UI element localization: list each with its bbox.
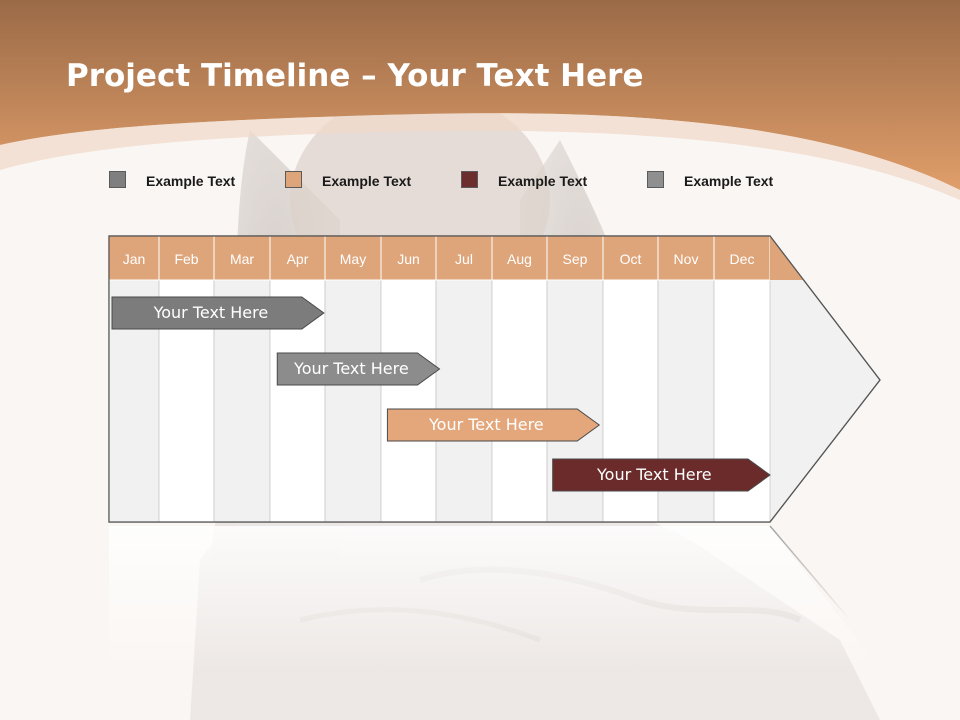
month-header-cell: [491, 235, 548, 281]
task-bar[interactable]: Your Text Here: [386, 408, 601, 442]
month-label: Feb: [174, 251, 198, 267]
task-bar-shape: [386, 408, 601, 442]
month-header-cell: [713, 235, 771, 281]
month-label: May: [340, 251, 366, 267]
legend-label: Example Text: [684, 173, 774, 189]
page-title: Project Timeline – Your Text Here: [66, 58, 643, 94]
month-label: Jun: [397, 251, 420, 267]
legend-swatch: [285, 171, 302, 188]
task-bar-label: Your Text Here: [428, 415, 544, 434]
task-bar-shape: [552, 458, 771, 492]
reflection-edge: [769, 525, 851, 621]
title-rest: – Your Text Here: [350, 58, 644, 94]
month-header-cell: [213, 235, 271, 281]
task-bar-label: Your Text Here: [596, 465, 712, 484]
task-bar-label: Your Text Here: [293, 359, 409, 378]
month-column: [491, 279, 548, 523]
month-header-cell: [602, 235, 659, 281]
legend-label: Example Text: [146, 173, 236, 189]
month-label: Dec: [730, 251, 755, 267]
month-columns: [108, 279, 771, 523]
timeline-reflection: [109, 526, 880, 670]
month-headers: Jan Feb Mar Apr May Jun Jul Aug Sep Oct Nov Dec: [108, 235, 771, 281]
month-column: [380, 279, 437, 523]
month-label: Oct: [620, 251, 642, 267]
legend-swatch: [647, 171, 664, 188]
month-label: Mar: [230, 251, 254, 267]
month-column: [435, 279, 493, 523]
month-label: Aug: [507, 251, 532, 267]
legend-swatch: [109, 171, 126, 188]
task-bar[interactable]: Your Text Here: [276, 352, 441, 386]
header-band: [0, 0, 960, 200]
legend-swatch: [461, 171, 478, 188]
task-bar[interactable]: Your Text Here: [552, 458, 771, 492]
task-bar-shape: [276, 352, 441, 386]
legend-label: Example Text: [498, 173, 588, 189]
month-column: [324, 279, 382, 523]
month-header-cell: [324, 235, 382, 281]
month-label: Jul: [455, 251, 473, 267]
timeline-arrow-outline: [108, 235, 881, 523]
month-header-cell: [108, 235, 160, 281]
month-label: Sep: [563, 251, 588, 267]
title-bold: Project Timeline: [66, 58, 351, 94]
task-bar[interactable]: Your Text Here: [111, 296, 325, 330]
month-label: Apr: [287, 251, 309, 267]
task-bar-shape: [111, 296, 325, 330]
legend-label: Example Text: [322, 173, 412, 189]
month-label: Jan: [123, 251, 146, 267]
month-label: Nov: [674, 251, 699, 267]
task-bar-label: Your Text Here: [153, 303, 269, 322]
